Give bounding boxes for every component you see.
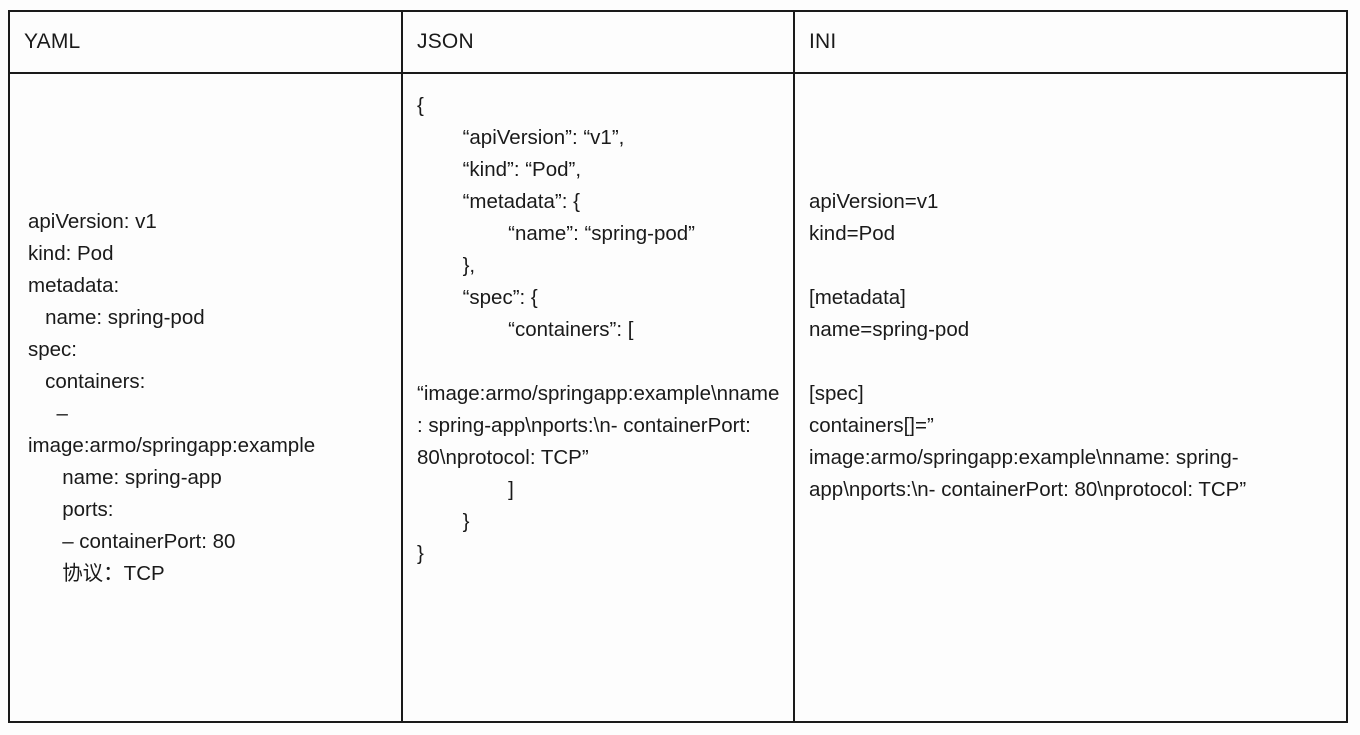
- column-header-yaml-label: YAML: [24, 30, 81, 53]
- ini-code-snippet: apiVersion=v1 kind=Pod [metadata] name=s…: [809, 190, 1247, 501]
- table-body-row: apiVersion: v1 kind: Pod metadata: name:…: [10, 74, 1346, 721]
- column-header-ini-label: INI: [809, 30, 837, 53]
- ini-top-spacer: [809, 88, 1336, 186]
- column-header-json: JSON: [403, 12, 795, 72]
- cell-json: { “apiVersion”: “v1”, “kind”: “Pod”, “me…: [403, 74, 795, 721]
- column-header-ini: INI: [795, 12, 1346, 72]
- cell-yaml: apiVersion: v1 kind: Pod metadata: name:…: [10, 74, 403, 721]
- table-header-row: YAML JSON INI: [10, 12, 1346, 74]
- column-header-json-label: JSON: [417, 30, 474, 53]
- json-code-snippet: { “apiVersion”: “v1”, “kind”: “Pod”, “me…: [417, 94, 780, 565]
- format-comparison-table: YAML JSON INI apiVersion: v1 kind: Pod m…: [8, 10, 1348, 723]
- cell-ini: apiVersion=v1 kind=Pod [metadata] name=s…: [795, 74, 1346, 721]
- column-header-yaml: YAML: [10, 12, 403, 72]
- yaml-code-snippet: apiVersion: v1 kind: Pod metadata: name:…: [28, 209, 316, 585]
